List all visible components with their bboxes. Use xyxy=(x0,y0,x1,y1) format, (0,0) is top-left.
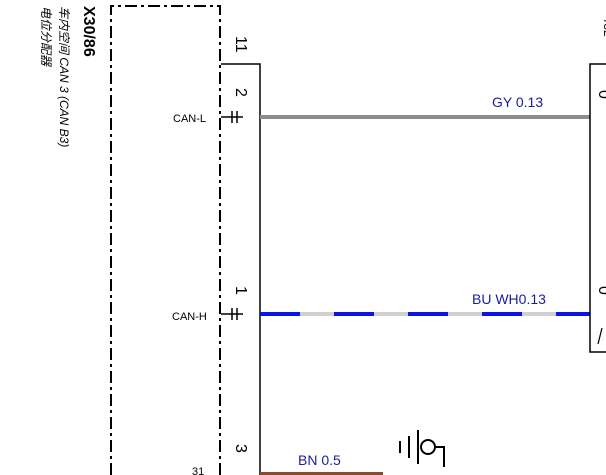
pin-label-can-l: CAN-L xyxy=(173,113,206,125)
pin-number-1: 1 xyxy=(232,286,249,295)
right-pin-mark-bottom: 0 xyxy=(595,286,606,295)
pin-number-2: 2 xyxy=(232,88,249,97)
pin-label-can-h: CAN-H xyxy=(172,311,207,323)
wire-label-can-l: GY 0.13 xyxy=(492,94,543,110)
right-connector-body xyxy=(589,63,606,353)
connector-id: X30/86 xyxy=(80,6,97,57)
component-boundary xyxy=(110,5,221,475)
wire-label-can-h: BU WH0.13 xyxy=(472,291,546,307)
connector-description-line2: 电位分配器 xyxy=(39,6,53,67)
ground-symbol-icon xyxy=(399,430,445,467)
pin-contact-can-h xyxy=(221,308,243,320)
connector-description-line1: 车内空间 CAN 3 (CAN B3) xyxy=(57,6,71,147)
right-pin-mark-top: 0 xyxy=(595,90,606,99)
connector-body xyxy=(221,63,261,475)
wire-label-ground: BN 0.5 xyxy=(298,452,341,468)
right-connector-mark xyxy=(597,327,603,345)
pin-contact-can-l xyxy=(221,111,243,123)
pin-number-3: 3 xyxy=(232,444,249,453)
pin-number-11: 11 xyxy=(232,36,249,53)
pin-label-31: 31 xyxy=(192,466,204,475)
right-connector-id-partial: /32 xyxy=(601,20,606,37)
